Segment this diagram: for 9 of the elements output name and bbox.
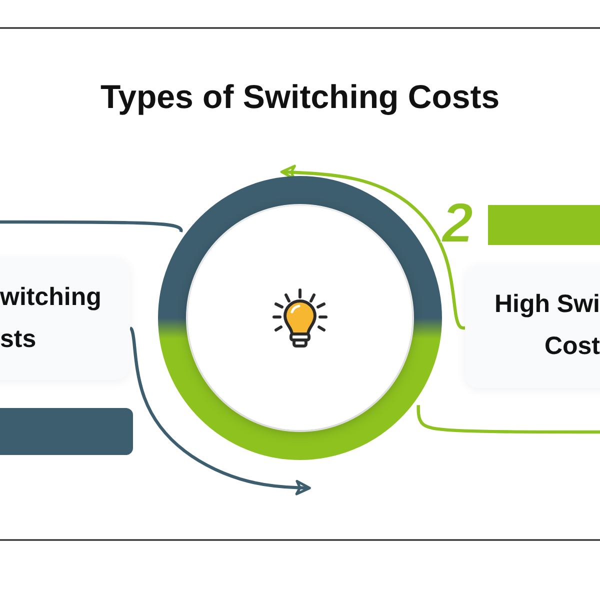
connector-line: [0, 220, 183, 233]
curved-arrow: [128, 326, 311, 496]
diagram-title: Types of Switching Costs: [99, 78, 501, 116]
ring-circle: [158, 176, 442, 460]
connector-line: [416, 405, 600, 434]
card-text: witching sts: [0, 282, 100, 355]
label-bar: [0, 408, 133, 455]
card-text: High Swi Cost: [493, 289, 600, 362]
label-bar: [488, 205, 600, 245]
